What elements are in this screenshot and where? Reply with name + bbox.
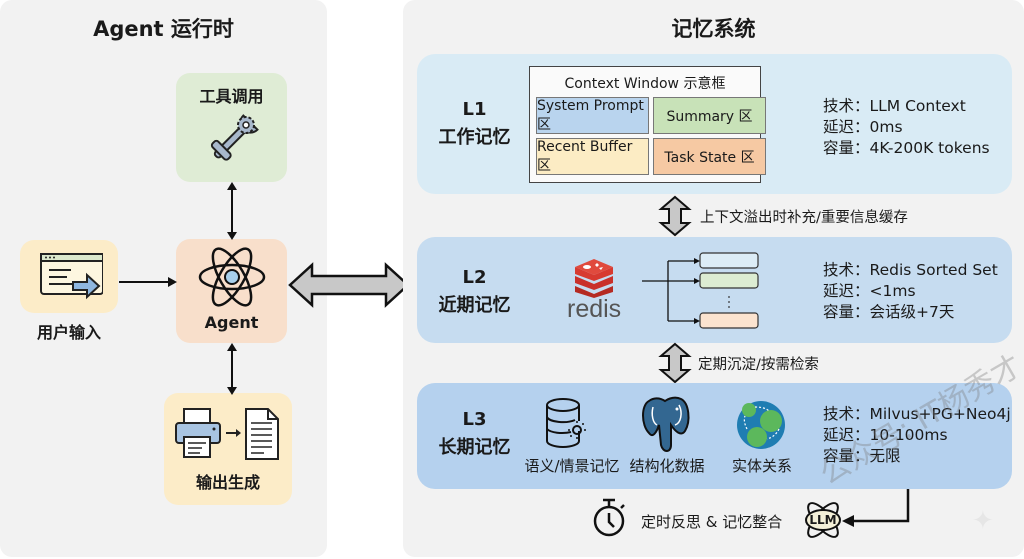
spec-capacity: 容量：无限 xyxy=(823,447,901,465)
layer-level: L1 xyxy=(462,99,487,120)
layer-l2-recent-memory[interactable]: L2 近期记忆 redis 技术：Redis Sorted Set 延迟：<1m… xyxy=(417,237,1012,343)
spec-latency: 延迟：10-100ms xyxy=(823,426,948,444)
output-generation-label: 输出生成 xyxy=(195,473,260,492)
sorted-set-diagram xyxy=(642,252,759,329)
layer-l2-title: L2 近期记忆 xyxy=(417,267,532,317)
layer-name: 工作记忆 xyxy=(438,127,511,148)
agent-runtime-title: Agent 运行时 xyxy=(93,17,234,41)
ctx-cell-system-prompt: System Prompt 区 xyxy=(536,97,649,134)
layer-l1-title: L1 工作记忆 xyxy=(417,99,532,149)
ctx-cell-recent-buffer: Recent Buffer 区 xyxy=(536,138,649,175)
store-label-entity: 实体关系 xyxy=(731,457,792,475)
user-input-node[interactable] xyxy=(20,240,118,313)
output-generation-node[interactable]: 输出生成 xyxy=(164,393,292,505)
l2-l3-connector-label: 定期沉淀/按需检索 xyxy=(698,357,819,373)
llm-badge: LLM xyxy=(809,513,837,527)
redis-logo-icon xyxy=(575,259,613,298)
spec-latency: 延迟：<1ms xyxy=(823,282,916,300)
spec-tech: 技术：LLM Context xyxy=(823,97,966,115)
layer-l1-specs: 技术：LLM Context 延迟：0ms 容量：4K-200K tokens xyxy=(823,96,990,159)
agent-node[interactable]: Agent xyxy=(176,239,287,343)
memory-system-title: 记忆系统 xyxy=(671,17,756,41)
printer-document-icon xyxy=(175,408,279,460)
tool-call-node[interactable]: 工具调用 xyxy=(176,73,287,182)
context-window-title: Context Window 示意框 xyxy=(564,76,726,92)
agent-memory-double-arrow xyxy=(288,262,410,308)
layer-name: 近期记忆 xyxy=(438,295,511,316)
store-label-structured: 结构化数据 xyxy=(629,457,705,475)
llm-atom-icon xyxy=(805,502,841,538)
layer-l3-long-term-memory[interactable]: L3 长期记忆 语义/情景记忆 结构化数据 实体关系 技术：Milvus+PG+… xyxy=(417,383,1012,489)
vector-database-icon xyxy=(546,398,586,448)
graph-network-icon xyxy=(737,401,785,449)
spec-tech: 技术：Milvus+PG+Neo4j xyxy=(823,405,1011,423)
sorted-set-item xyxy=(699,252,759,269)
atom-icon xyxy=(198,247,265,307)
layer-l3-title: L3 长期记忆 xyxy=(417,409,532,459)
spec-capacity: 容量：会话级+7天 xyxy=(823,303,955,321)
tools-agent-arrow xyxy=(227,182,237,240)
layer-l3-specs: 技术：Milvus+PG+Neo4j 延迟：10-100ms 容量：无限 xyxy=(823,404,1011,467)
user-input-label: 用户输入 xyxy=(36,323,101,342)
wrench-gear-icon xyxy=(210,114,259,161)
reflection-label: 定时反思 & 记忆整合 xyxy=(641,513,783,531)
input-agent-arrow xyxy=(119,277,177,287)
layer-name: 长期记忆 xyxy=(438,437,511,458)
sorted-set-item xyxy=(699,312,759,329)
sparkle-icon: ✦ xyxy=(972,506,994,536)
l1-l2-connector-label: 上下文溢出时补充/重要信息缓存 xyxy=(700,210,908,226)
store-label-semantic: 语义/情景记忆 xyxy=(524,457,620,475)
l3-llm-feedback-arrow xyxy=(842,489,910,527)
layer-level: L2 xyxy=(462,267,487,288)
spec-latency: 延迟：0ms xyxy=(823,118,903,136)
stopwatch-icon xyxy=(593,498,625,537)
browser-input-icon xyxy=(40,253,103,300)
agent-label: Agent xyxy=(204,313,259,332)
sorted-set-item xyxy=(699,272,759,289)
spec-capacity: 容量：4K-200K tokens xyxy=(823,139,990,157)
ctx-cell-summary: Summary 区 xyxy=(653,97,766,134)
agent-output-arrow xyxy=(227,343,237,395)
redis-logo-text: redis xyxy=(567,295,622,323)
layer-l1-working-memory[interactable]: L1 工作记忆 Context Window 示意框 System Prompt… xyxy=(417,54,1012,194)
ctx-cell-task-state: Task State 区 xyxy=(653,138,766,175)
context-window-box: Context Window 示意框 System Prompt 区 Summa… xyxy=(529,66,766,183)
layer-l2-specs: 技术：Redis Sorted Set 延迟：<1ms 容量：会话级+7天 xyxy=(823,260,998,323)
postgresql-elephant-icon xyxy=(642,396,690,452)
l2-l3-double-arrow xyxy=(658,342,692,384)
l1-l2-double-arrow xyxy=(658,195,692,237)
tool-call-label: 工具调用 xyxy=(199,87,264,106)
spec-tech: 技术：Redis Sorted Set xyxy=(823,261,998,279)
layer-level: L3 xyxy=(462,409,487,430)
